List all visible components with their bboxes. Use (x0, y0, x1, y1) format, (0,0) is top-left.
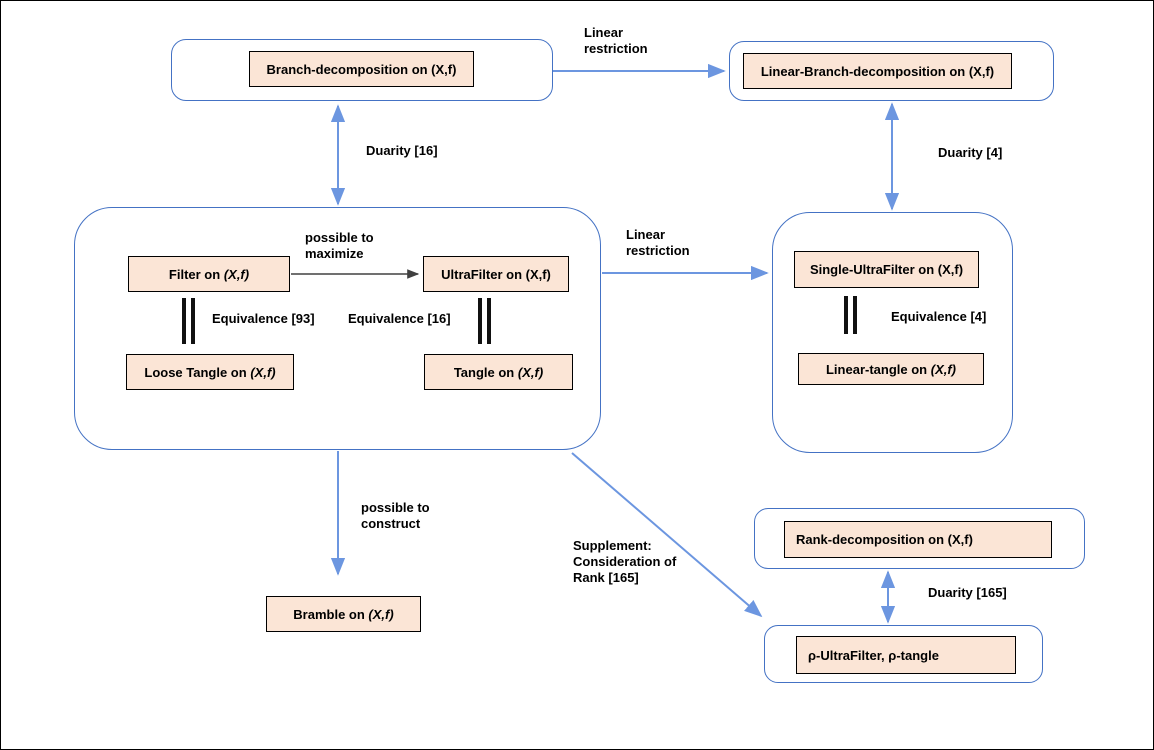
label-duarity-4: Duarity [4] (938, 145, 1003, 160)
label-supplement-rank: Supplement: Consideration of Rank [165] (573, 538, 677, 585)
label-linear-restriction-top: Linear restriction (584, 25, 648, 56)
node-linear-branch-decomposition-label: Linear-Branch-decomposition on (X,f) (760, 63, 995, 79)
node-filter-math: (X,f) (223, 266, 250, 282)
node-branch-decomposition: Branch-decomposition on (X,f) (249, 51, 474, 87)
node-tangle: Tangle on (X,f) (424, 354, 573, 390)
node-bramble-math: (X,f) (368, 606, 394, 622)
equivalence-mark-filter-loose-tangle (182, 298, 195, 344)
node-linear-tangle-label: Linear-tangle on (825, 361, 928, 377)
equivalence-mark-single-ultrafilter-linear-tangle (844, 296, 857, 334)
node-tangle-math: (X,f) (517, 364, 544, 380)
equivalence-mark-ultrafilter-tangle (478, 298, 491, 344)
label-possible-to-construct: possible to construct (361, 500, 430, 531)
node-linear-branch-decomposition: Linear-Branch-decomposition on (X,f) (743, 53, 1012, 89)
node-rho-ultrafilter-tangle: ρ-UltraFilter, ρ-tangle (796, 636, 1016, 674)
node-linear-tangle-math: (X,f) (930, 361, 957, 377)
node-bramble-label: Bramble on (293, 606, 365, 622)
node-loose-tangle: Loose Tangle on (X,f) (126, 354, 294, 390)
node-linear-tangle: Linear-tangle on (X,f) (798, 353, 984, 385)
node-rho-ultrafilter-tangle-label: ρ-UltraFilter, ρ-tangle (808, 647, 939, 663)
edge-supplement-rank (571, 452, 763, 618)
label-duarity-165: Duarity [165] (928, 585, 1007, 600)
node-rank-decomposition-label: Rank-decomposition on (X,f) (796, 532, 973, 547)
node-branch-decomposition-label: Branch-decomposition on (X,f) (266, 61, 457, 77)
label-duarity-16: Duarity [16] (366, 143, 438, 158)
node-ultrafilter: UltraFilter on (X,f) (423, 256, 569, 292)
node-filter-label: Filter on (168, 266, 221, 282)
node-ultrafilter-label: UltraFilter on (X,f) (441, 266, 551, 282)
label-equivalence-4: Equivalence [4] (891, 309, 987, 324)
label-possible-to-maximize: possible to maximize (305, 230, 374, 261)
node-loose-tangle-math: (X,f) (250, 364, 276, 380)
node-tangle-label: Tangle on (453, 364, 515, 380)
node-single-ultrafilter-label: Single-UltraFilter on (X,f) (809, 262, 964, 277)
node-single-ultrafilter: Single-UltraFilter on (X,f) (794, 251, 979, 288)
node-bramble: Bramble on (X,f) (266, 596, 421, 632)
node-loose-tangle-label: Loose Tangle on (144, 364, 247, 380)
label-linear-restriction-mid: Linear restriction (626, 227, 690, 258)
label-equivalence-93: Equivalence [93] (212, 311, 315, 326)
node-rank-decomposition: Rank-decomposition on (X,f) (784, 521, 1052, 558)
group-filter-tangle (74, 207, 601, 450)
node-filter: Filter on (X,f) (128, 256, 290, 292)
label-equivalence-16: Equivalence [16] (348, 311, 451, 326)
